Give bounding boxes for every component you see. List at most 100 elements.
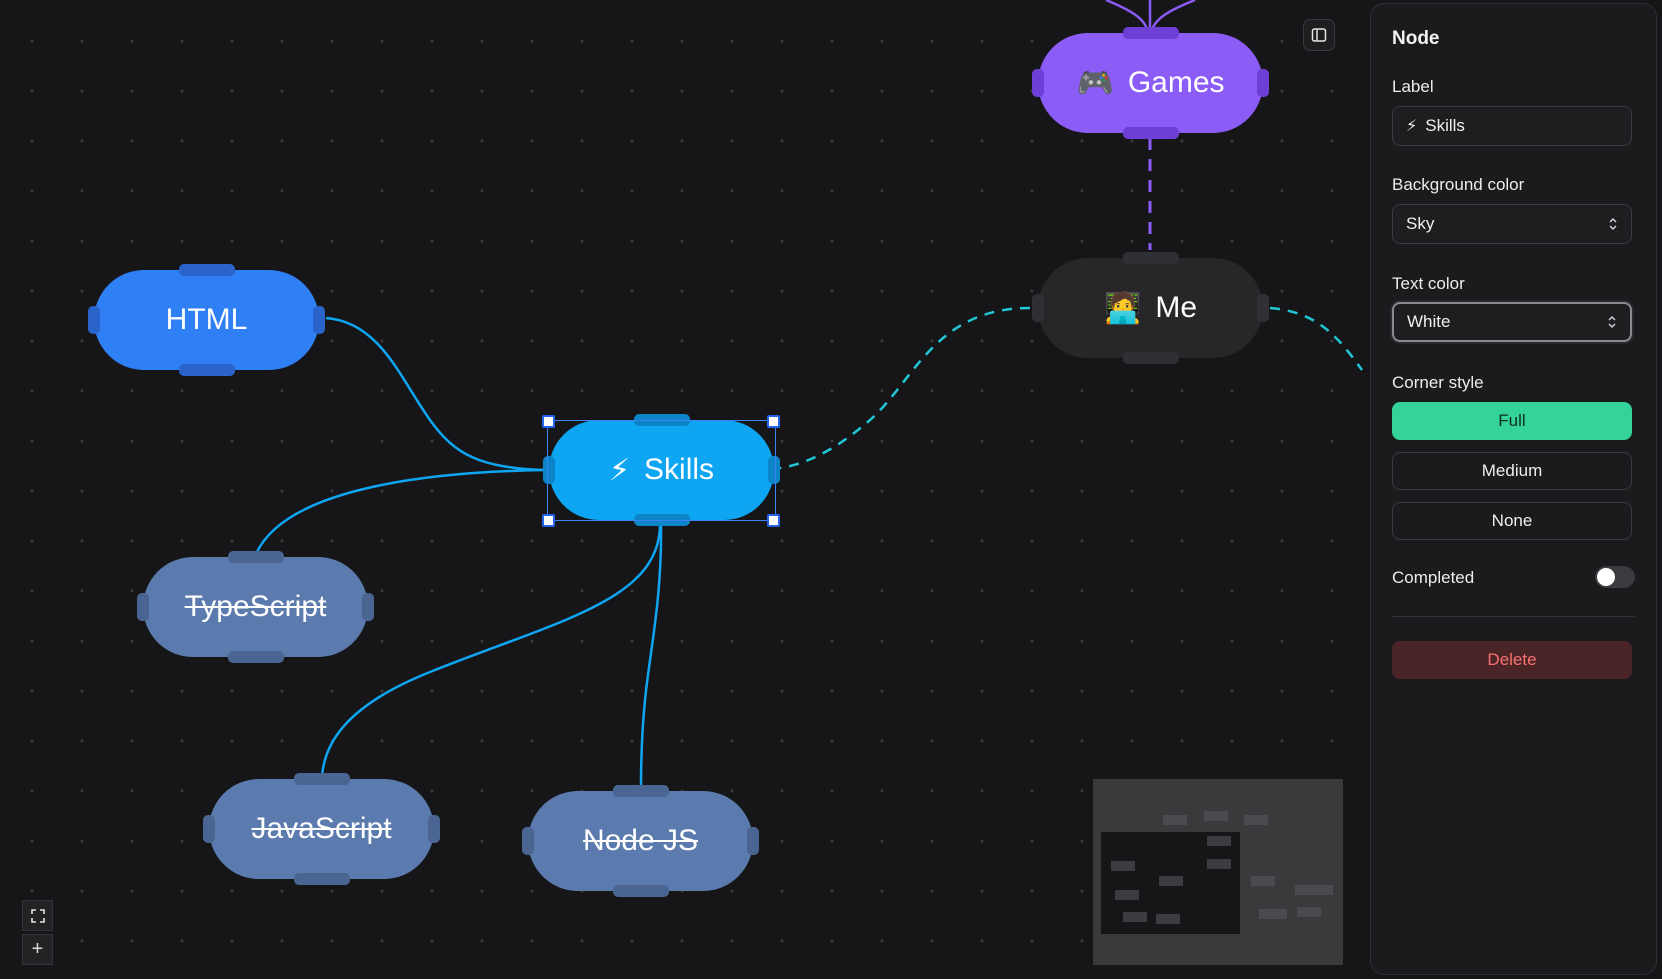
chevron-up-down-icon bbox=[1608, 315, 1616, 329]
minimap-node bbox=[1163, 815, 1187, 825]
node-label: TypeScript bbox=[184, 590, 327, 623]
minimap-node bbox=[1159, 876, 1183, 886]
zoom-in-button[interactable]: + bbox=[22, 934, 53, 965]
minimap-node bbox=[1111, 861, 1135, 871]
node-handle[interactable] bbox=[1032, 69, 1044, 97]
node-handle[interactable] bbox=[543, 456, 555, 484]
mindmap-canvas[interactable]: 🎮 Games 🧑‍💻 Me HTML ⚡ Skills TypeS bbox=[0, 0, 1370, 979]
edge-skills-javascript[interactable] bbox=[320, 523, 662, 777]
plus-icon: + bbox=[31, 938, 44, 960]
node-nodejs[interactable]: Node JS bbox=[522, 785, 759, 897]
text-color-select[interactable]: White bbox=[1392, 302, 1632, 342]
edge-skills-typescript[interactable] bbox=[254, 468, 547, 555]
edge-skills-html[interactable] bbox=[325, 316, 547, 472]
resize-handle-top-left[interactable] bbox=[542, 415, 555, 428]
node-handle[interactable] bbox=[137, 593, 149, 621]
toggle-panel-button[interactable] bbox=[1303, 19, 1335, 51]
node-handle[interactable] bbox=[1122, 127, 1179, 139]
node-properties-panel: Node Label ⚡ Skills Background color Sky… bbox=[1370, 3, 1657, 975]
label-input-value: Skills bbox=[1425, 116, 1465, 135]
fit-view-button[interactable] bbox=[22, 900, 53, 931]
node-handle[interactable] bbox=[1032, 294, 1044, 322]
sidebar-toggle-icon bbox=[1311, 28, 1327, 42]
chevron-up-down-icon bbox=[1609, 217, 1617, 231]
edges-layer bbox=[254, 0, 1364, 789]
node-handle[interactable] bbox=[293, 773, 350, 785]
minimap-node bbox=[1207, 836, 1231, 846]
node-handle[interactable] bbox=[1122, 352, 1179, 364]
completed-toggle[interactable] bbox=[1595, 566, 1635, 588]
node-handle[interactable] bbox=[293, 873, 350, 885]
node-label: Games bbox=[1127, 66, 1225, 99]
node-handle[interactable] bbox=[1122, 252, 1179, 264]
node-handle[interactable] bbox=[1257, 69, 1269, 97]
panel-title: Node bbox=[1392, 28, 1440, 49]
resize-handle-bottom-right[interactable] bbox=[767, 514, 780, 527]
edge-me-skills[interactable] bbox=[779, 306, 1031, 470]
minimap[interactable] bbox=[1093, 779, 1343, 965]
label-input[interactable]: ⚡ Skills bbox=[1392, 106, 1632, 146]
node-handle[interactable] bbox=[768, 456, 780, 484]
minimap-node bbox=[1207, 859, 1231, 869]
node-handle[interactable] bbox=[362, 593, 374, 621]
node-handle[interactable] bbox=[227, 551, 284, 563]
delete-button[interactable]: Delete bbox=[1392, 641, 1632, 679]
lightning-icon: ⚡ bbox=[1406, 118, 1418, 135]
node-handle[interactable] bbox=[633, 514, 690, 526]
node-handle[interactable] bbox=[1122, 27, 1179, 39]
person-laptop-icon: 🧑‍💻 bbox=[1103, 291, 1142, 325]
minimap-node bbox=[1204, 811, 1228, 821]
background-color-select[interactable]: Sky bbox=[1392, 204, 1632, 244]
node-handle[interactable] bbox=[428, 815, 440, 843]
lightning-icon: ⚡ bbox=[608, 453, 631, 487]
node-label: Skills bbox=[644, 453, 715, 486]
panel-divider bbox=[1392, 616, 1635, 617]
minimap-node bbox=[1259, 909, 1287, 919]
minimap-node bbox=[1115, 890, 1139, 900]
node-handle[interactable] bbox=[633, 414, 690, 426]
node-handle[interactable] bbox=[1257, 294, 1269, 322]
node-html[interactable]: HTML bbox=[88, 264, 325, 376]
node-typescript[interactable]: TypeScript bbox=[137, 551, 374, 663]
corner-style-heading: Corner style bbox=[1392, 373, 1484, 392]
node-handle[interactable] bbox=[747, 827, 759, 855]
node-label: Node JS bbox=[582, 824, 699, 857]
node-handle[interactable] bbox=[88, 306, 100, 334]
node-handle[interactable] bbox=[612, 885, 669, 897]
node-me[interactable]: 🧑‍💻 Me bbox=[1032, 252, 1269, 364]
node-handle[interactable] bbox=[612, 785, 669, 797]
background-color-value: Sky bbox=[1406, 214, 1435, 233]
text-color-value: White bbox=[1407, 312, 1451, 331]
gamepad-icon: 🎮 bbox=[1076, 66, 1114, 100]
node-handle[interactable] bbox=[178, 364, 235, 376]
node-handle[interactable] bbox=[522, 827, 534, 855]
node-handle[interactable] bbox=[313, 306, 325, 334]
label-heading: Label bbox=[1392, 77, 1434, 96]
node-skills[interactable]: ⚡ Skills bbox=[543, 414, 780, 526]
corner-medium-button[interactable]: Medium bbox=[1392, 452, 1632, 490]
toggle-knob bbox=[1597, 568, 1615, 586]
node-games[interactable]: 🎮 Games bbox=[1032, 27, 1269, 139]
background-color-heading: Background color bbox=[1392, 175, 1525, 194]
minimap-node bbox=[1297, 907, 1321, 917]
node-label: JavaScript bbox=[251, 812, 392, 845]
node-handle[interactable] bbox=[227, 651, 284, 663]
minimap-viewport[interactable] bbox=[1101, 832, 1240, 934]
resize-handle-top-right[interactable] bbox=[767, 415, 780, 428]
edge-skills-nodejs[interactable] bbox=[639, 523, 663, 789]
minimap-node bbox=[1251, 876, 1275, 886]
minimap-node bbox=[1156, 914, 1180, 924]
fullscreen-icon bbox=[30, 908, 45, 923]
node-javascript[interactable]: JavaScript bbox=[203, 773, 440, 885]
resize-handle-bottom-left[interactable] bbox=[542, 514, 555, 527]
node-label: Me bbox=[1155, 291, 1198, 324]
minimap-node bbox=[1295, 885, 1333, 895]
text-color-heading: Text color bbox=[1392, 274, 1465, 293]
minimap-node bbox=[1244, 815, 1268, 825]
node-handle[interactable] bbox=[178, 264, 235, 276]
node-handle[interactable] bbox=[203, 815, 215, 843]
completed-label: Completed bbox=[1392, 568, 1475, 587]
edge-me-right[interactable] bbox=[1269, 306, 1364, 371]
corner-full-button[interactable]: Full bbox=[1392, 402, 1632, 440]
corner-none-button[interactable]: None bbox=[1392, 502, 1632, 540]
